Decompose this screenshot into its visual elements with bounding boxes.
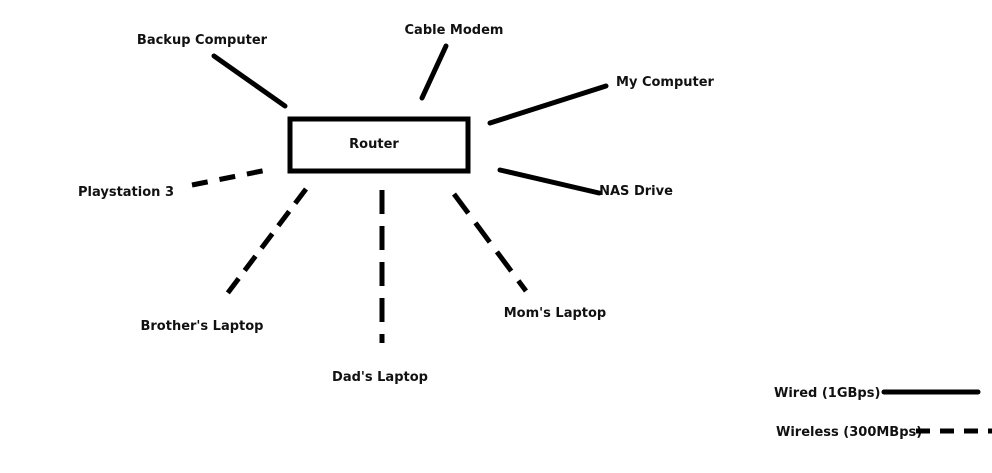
- node-label-moms-laptop: Mom's Laptop: [504, 306, 606, 321]
- link-brothers-laptop: [222, 187, 308, 300]
- node-label-playstation-3: Playstation 3: [78, 185, 174, 200]
- node-label-dads-laptop: Dad's Laptop: [332, 370, 428, 385]
- legend-label-wired: Wired (1GBps): [774, 386, 880, 401]
- link-backup-computer: [211, 53, 288, 109]
- link-playstation-3: [191, 166, 273, 188]
- link-cable-modem: [419, 43, 449, 101]
- link-moms-laptop: [451, 192, 529, 293]
- legend: Wired (1GBps) Wireless (300MBps): [774, 386, 992, 440]
- node-label-cable-modem: Cable Modem: [405, 23, 504, 38]
- node-label-my-computer: My Computer: [616, 75, 715, 90]
- link-my-computer: [487, 83, 609, 126]
- node-label-backup-computer: Backup Computer: [137, 33, 268, 48]
- node-label-nas-drive: NAS Drive: [599, 184, 673, 199]
- router-box: [287, 116, 471, 174]
- legend-label-wireless: Wireless (300MBps): [776, 425, 922, 440]
- router-label: Router: [349, 137, 399, 152]
- node-label-brothers-laptop: Brother's Laptop: [140, 319, 263, 334]
- link-nas-drive: [497, 167, 602, 196]
